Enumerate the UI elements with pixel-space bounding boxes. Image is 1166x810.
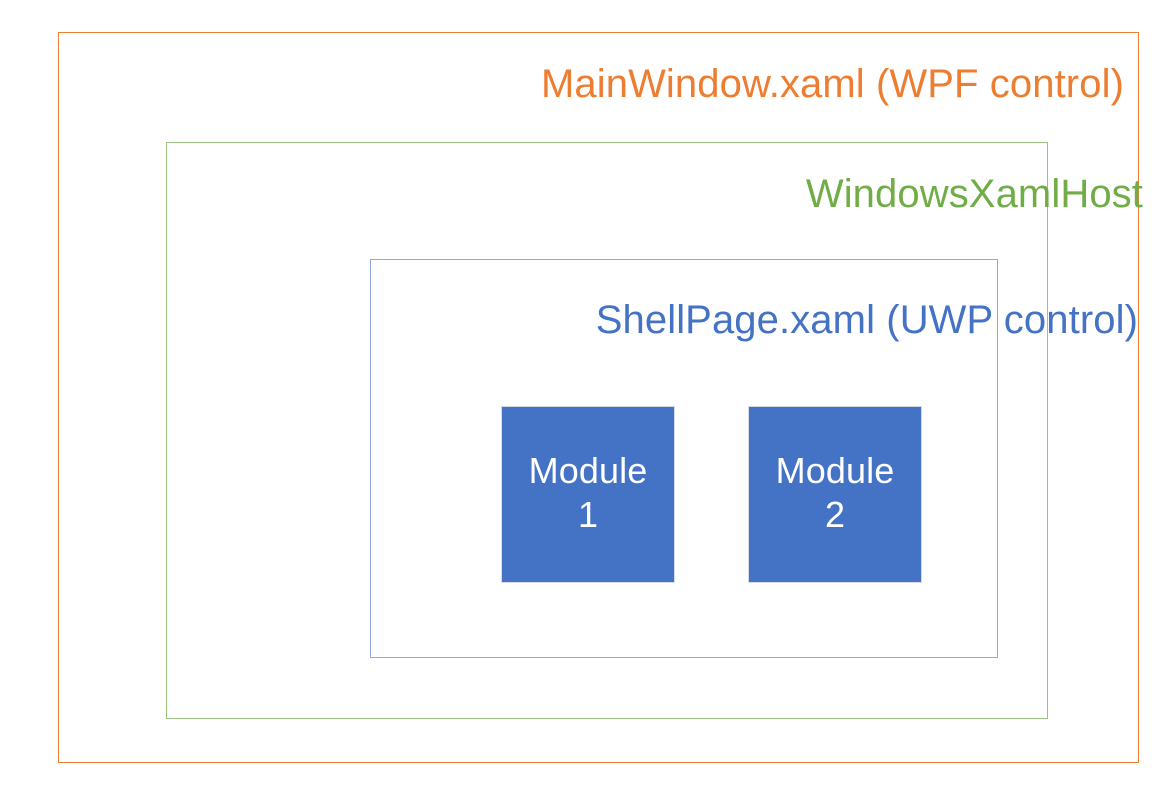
mainwindow-wpf-container [58, 32, 1139, 763]
module-2-label: Module 2 [775, 449, 895, 535]
windowsxamlhost-label: WindowsXamlHost [805, 172, 1143, 216]
module-2-box: Module 2 [748, 406, 922, 583]
module-1-box: Module 1 [501, 406, 675, 583]
module-1-label: Module 1 [528, 449, 648, 535]
mainwindow-wpf-label: MainWindow.xaml (WPF control) [540, 62, 1124, 106]
shellpage-uwp-container [370, 259, 998, 658]
windowsxamlhost-container [166, 142, 1048, 719]
shellpage-uwp-label: ShellPage.xaml (UWP control) [595, 298, 1138, 342]
